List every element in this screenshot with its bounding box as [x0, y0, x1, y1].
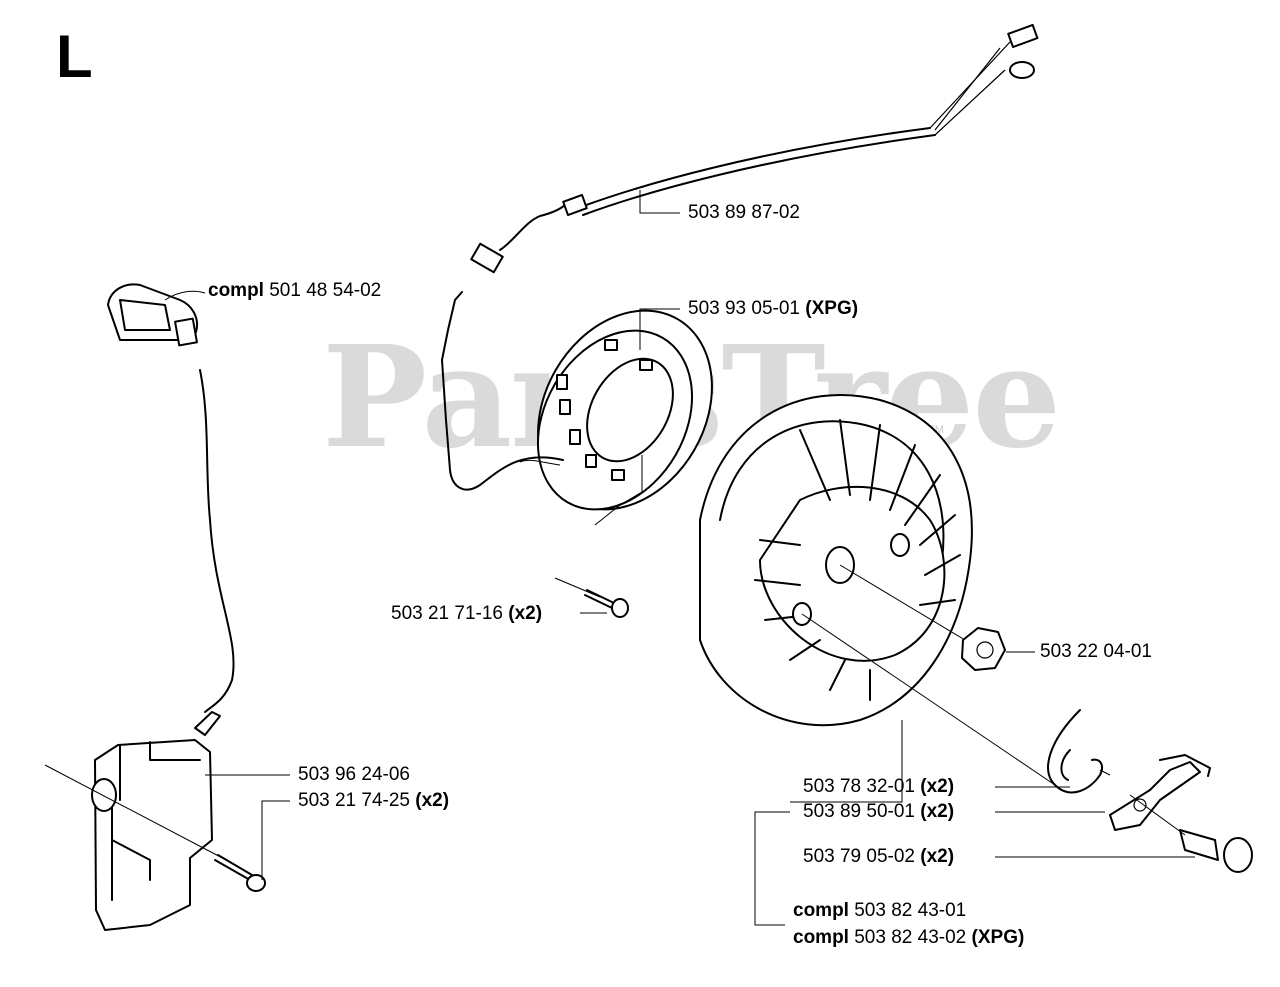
label-stator-screw: 503 21 71-16 (x2): [391, 603, 542, 625]
label-prefix: compl: [208, 280, 264, 301]
part-number: 503 22 04-01: [1040, 641, 1152, 662]
part-number: 503 93 05-01: [688, 298, 800, 319]
flywheel-nut-icon: [961, 627, 1006, 671]
label-suffix: (x2): [508, 603, 543, 624]
pin-icon: [1129, 794, 1253, 873]
section-letter: L: [56, 23, 93, 90]
stator-icon: [441, 291, 713, 511]
part-number: 503 82 43-01: [854, 900, 967, 921]
label-ignition-module: 503 96 24-06: [298, 764, 410, 786]
part-number: 503 89 50-01: [803, 801, 915, 822]
label-pin: 503 79 05-02 (x2): [803, 846, 954, 868]
part-number: 503 21 71-16: [391, 603, 503, 624]
spring-icon: [1047, 709, 1111, 794]
stator-screw-icon: [554, 577, 629, 618]
label-flywheel-compl-1: compl 503 82 43-01: [793, 900, 966, 922]
wire-harness-icon: [470, 23, 1039, 274]
part-number: 501 48 54-02: [269, 280, 382, 301]
part-number: 503 82 43-02: [854, 927, 967, 948]
pawl-icon: [1109, 754, 1211, 831]
label-suffix: (x2): [920, 801, 955, 822]
label-wire-harness: 503 89 87-02: [688, 202, 800, 224]
leader-lines: [205, 190, 1195, 926]
label-flywheel-compl-2: compl 503 82 43-02 (XPG): [793, 927, 1024, 949]
label-stator: 503 93 05-01 (XPG): [688, 298, 858, 320]
label-suffix: (x2): [920, 776, 955, 797]
ignition-module-icon: [44, 711, 231, 931]
label-pawl: 503 89 50-01 (x2): [803, 801, 954, 823]
label-suffix: (x2): [415, 790, 450, 811]
label-prefix: compl: [793, 927, 849, 948]
part-number: 503 21 74-25: [298, 790, 410, 811]
label-flywheel-nut: 503 22 04-01: [1040, 641, 1152, 663]
part-number: 503 78 32-01: [803, 776, 915, 797]
flywheel-icon: [699, 394, 1056, 786]
part-number: 503 89 87-02: [688, 202, 800, 223]
label-suffix: (XPG): [805, 298, 859, 319]
label-suffix: (XPG): [971, 927, 1025, 948]
label-module-screw: 503 21 74-25 (x2): [298, 790, 449, 812]
label-spark-plug-boot: compl 501 48 54-02: [208, 280, 381, 302]
label-spring: 503 78 32-01 (x2): [803, 776, 954, 798]
module-screw-icon: [214, 854, 266, 892]
spark-plug-boot-icon: [107, 283, 235, 713]
part-number: 503 96 24-06: [298, 764, 410, 785]
label-prefix: compl: [793, 900, 849, 921]
part-number: 503 79 05-02: [803, 846, 915, 867]
label-suffix: (x2): [920, 846, 955, 867]
